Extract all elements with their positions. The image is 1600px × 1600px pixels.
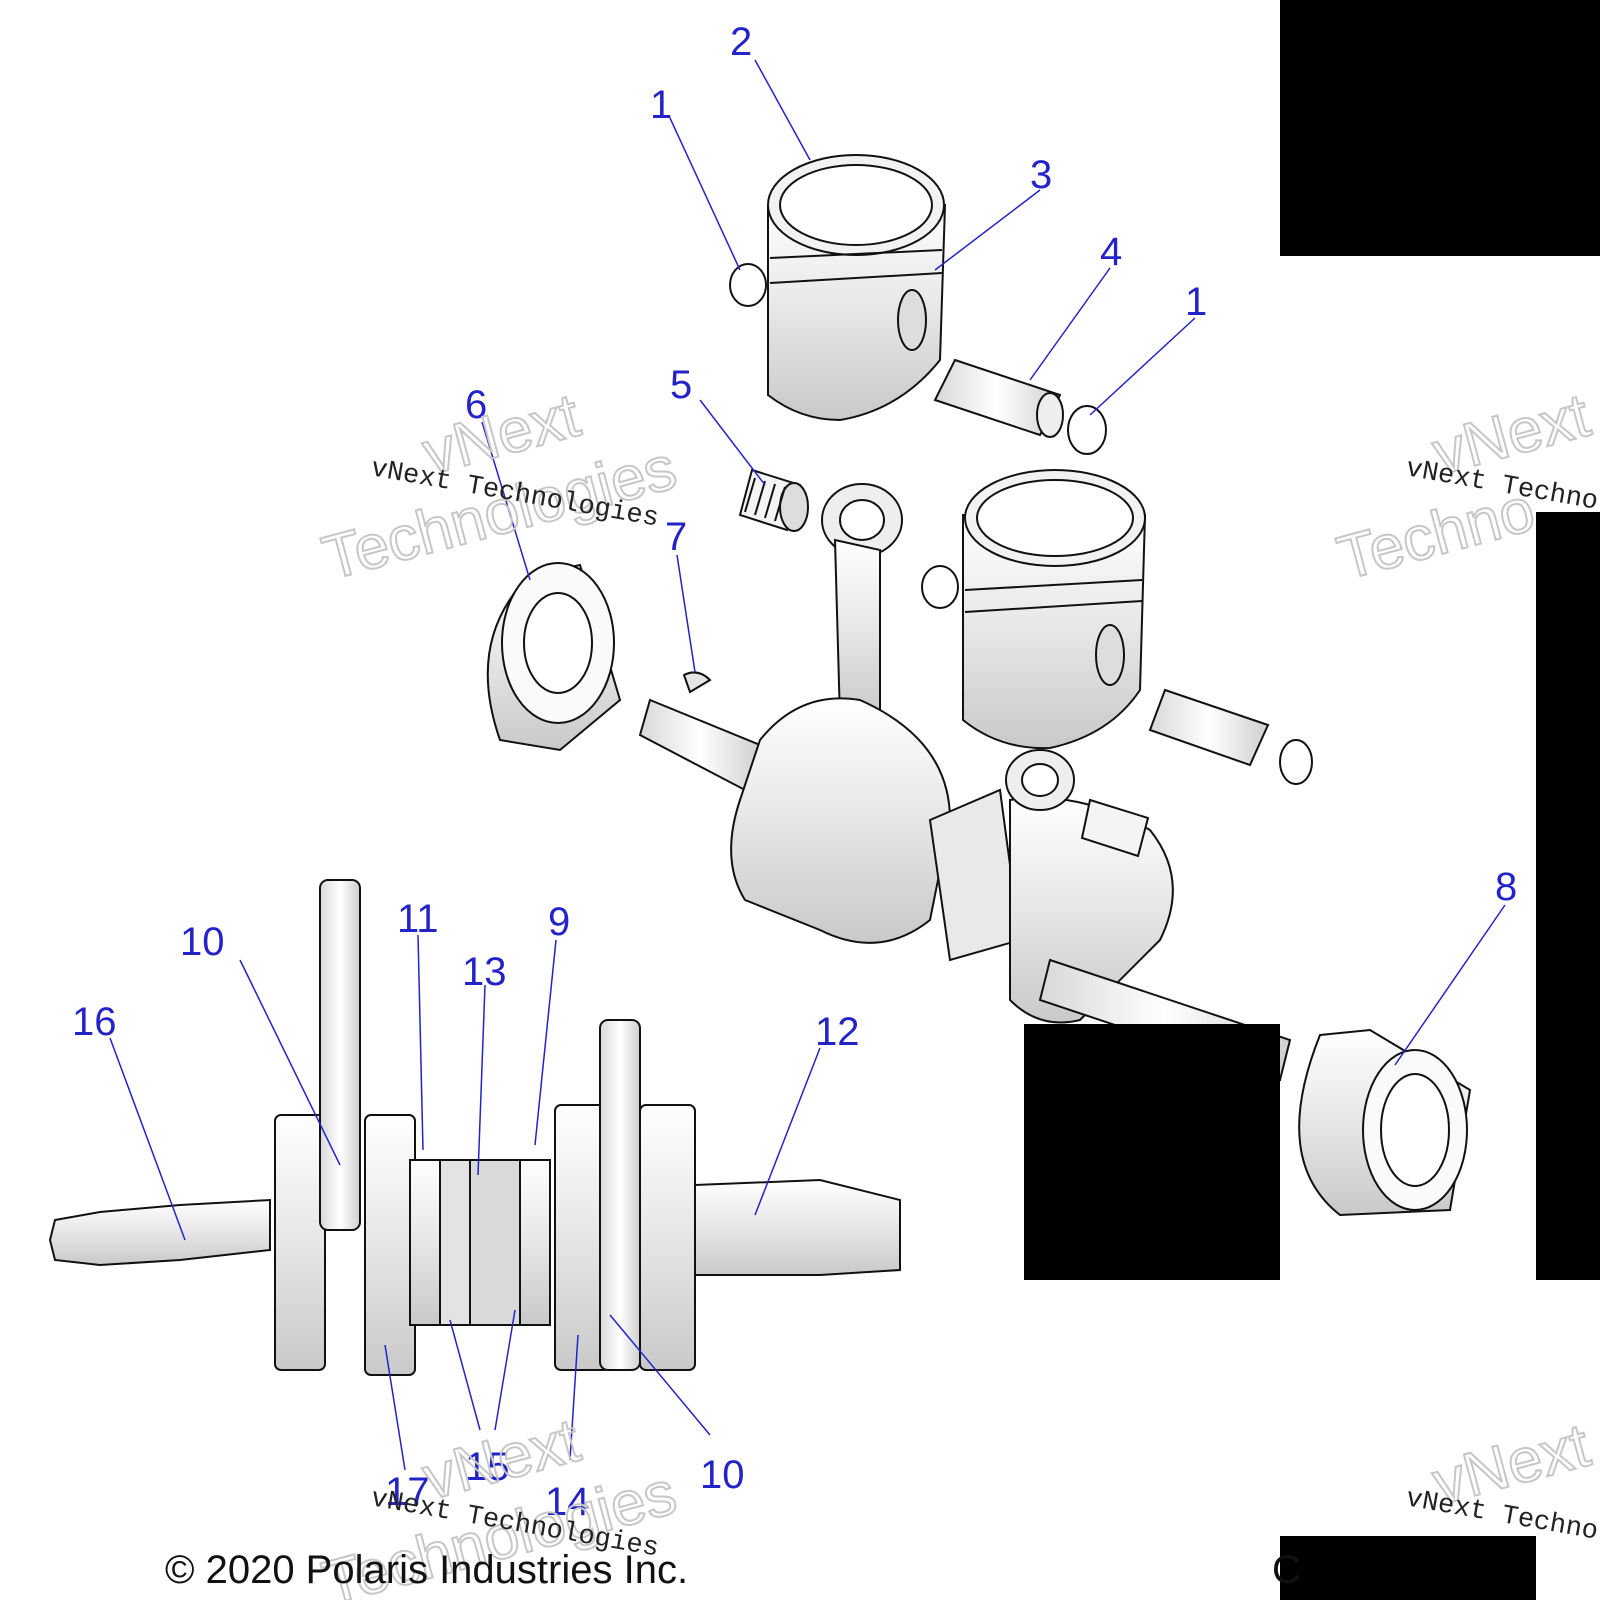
callout-1-right: 1 bbox=[1185, 280, 1207, 324]
callout-14: 14 bbox=[545, 1480, 590, 1524]
callout-13: 13 bbox=[462, 950, 507, 994]
wrist-pin-upper bbox=[933, 358, 1064, 438]
crankshaft-upper bbox=[638, 697, 1292, 1082]
piston-lower bbox=[921, 469, 1313, 785]
ball-bearing-6 bbox=[486, 562, 622, 752]
callout-17: 17 bbox=[385, 1470, 430, 1514]
roller-bearing-8 bbox=[1298, 1028, 1472, 1217]
footer-trailing-char: C bbox=[1272, 1548, 1301, 1592]
piston-ring-clip-right bbox=[1067, 405, 1107, 455]
leader-lines bbox=[109, 59, 1506, 1471]
callout-15: 15 bbox=[465, 1445, 510, 1489]
callout-16: 16 bbox=[72, 1000, 117, 1044]
callout-6: 6 bbox=[465, 383, 487, 427]
callout-12: 12 bbox=[815, 1010, 860, 1054]
copyright-text: © 2020 Polaris Industries Inc. bbox=[165, 1548, 689, 1592]
redaction-block-center bbox=[1024, 1024, 1280, 1280]
callout-10-right: 10 bbox=[700, 1453, 745, 1497]
redaction-block-top-right bbox=[1280, 0, 1600, 256]
piston-ring-clip-left bbox=[729, 263, 767, 307]
watermark-lower-right: vNext vNext Techno bbox=[1403, 1410, 1600, 1548]
redaction-block-right bbox=[1536, 512, 1600, 1280]
callout-11: 11 bbox=[397, 897, 439, 941]
woodruff-key bbox=[682, 671, 712, 694]
callout-2: 2 bbox=[730, 20, 752, 64]
piston-upper bbox=[767, 154, 947, 422]
callout-8: 8 bbox=[1495, 865, 1517, 909]
callout-10-left: 10 bbox=[180, 920, 225, 964]
connecting-rod-upper bbox=[821, 483, 903, 721]
callout-1-upper: 1 bbox=[650, 83, 672, 127]
redaction-block-bottom bbox=[1280, 1536, 1536, 1600]
callout-5: 5 bbox=[670, 363, 692, 407]
callout-4: 4 bbox=[1100, 230, 1122, 274]
callout-7: 7 bbox=[665, 515, 687, 559]
callout-9: 9 bbox=[548, 900, 570, 944]
callouts: 1 2 3 4 1 5 6 7 8 9 10 11 12 13 16 15 14… bbox=[72, 20, 1517, 1524]
callout-3: 3 bbox=[1030, 153, 1052, 197]
watermark-upper-left: vNext Technologies vNext Technologies bbox=[315, 380, 684, 595]
crankshaft-lower bbox=[48, 879, 901, 1376]
needle-bearing-small bbox=[738, 468, 809, 532]
